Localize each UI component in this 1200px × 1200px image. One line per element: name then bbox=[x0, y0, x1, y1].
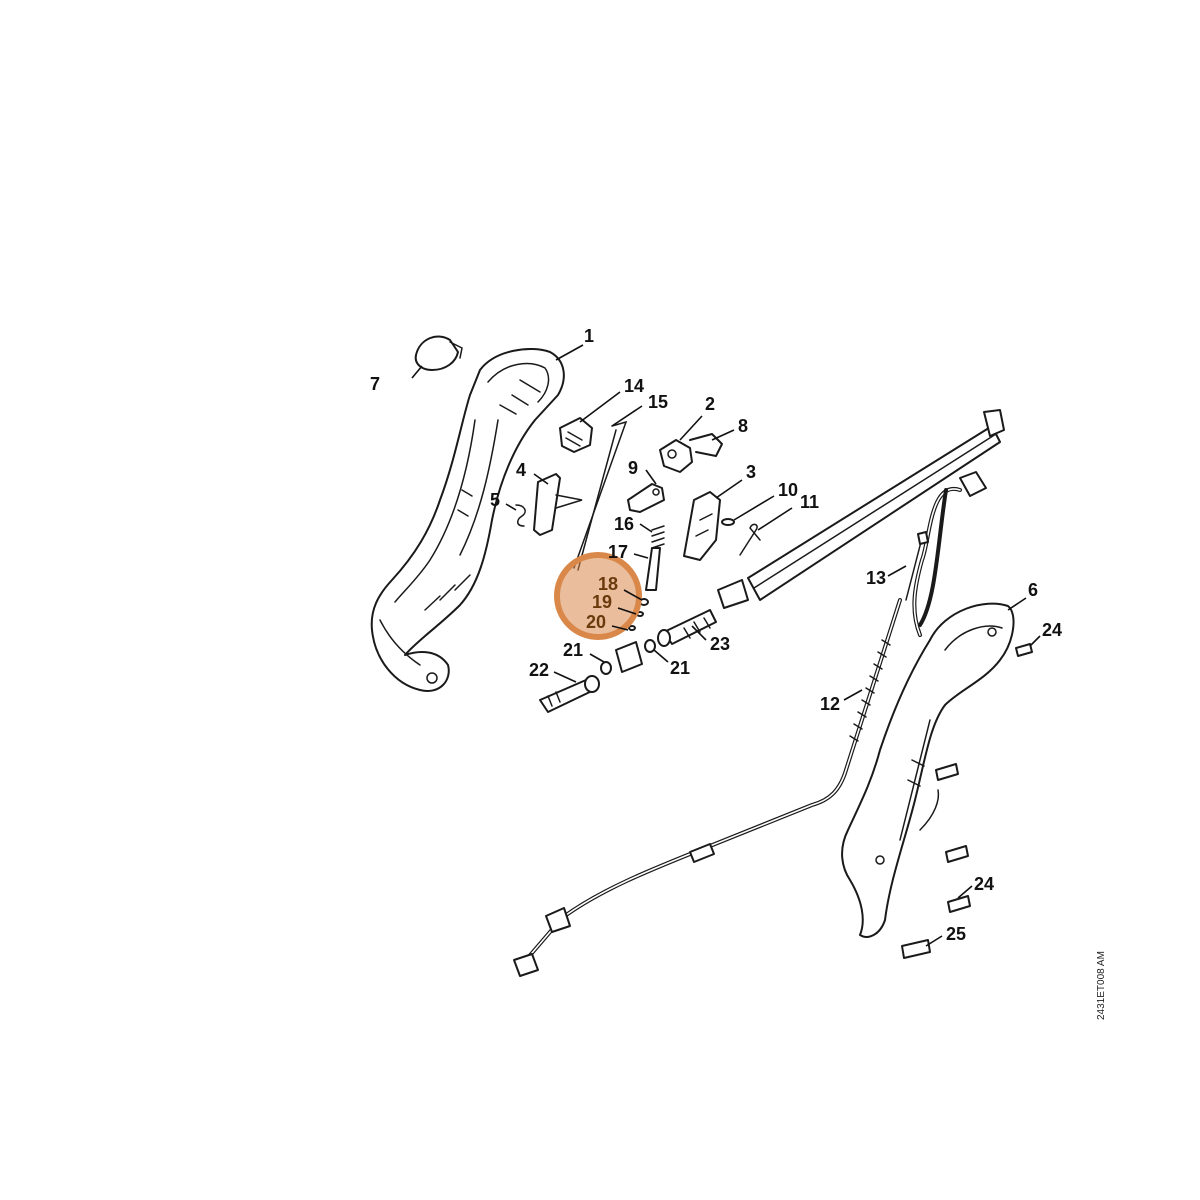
part-11-spring bbox=[739, 523, 761, 556]
part-3-lockout-lever bbox=[683, 491, 721, 561]
part-14-switch bbox=[559, 417, 593, 453]
highlight-circle bbox=[554, 552, 642, 640]
part-12-cable bbox=[513, 598, 902, 977]
part-15-rod bbox=[573, 420, 628, 571]
part-16-spring bbox=[651, 525, 665, 549]
part-23-bolt bbox=[657, 609, 717, 647]
label-4: 4 bbox=[516, 460, 526, 480]
label-1: 1 bbox=[584, 326, 594, 346]
label-25: 25 bbox=[946, 924, 966, 944]
part-6-right-housing bbox=[841, 602, 1015, 938]
label-24-bottom: 24 bbox=[974, 874, 994, 894]
label-2: 2 bbox=[705, 394, 715, 414]
label-5: 5 bbox=[490, 490, 500, 510]
label-21-left: 21 bbox=[563, 640, 583, 660]
part-7-cap bbox=[414, 335, 463, 371]
label-6: 6 bbox=[1028, 580, 1038, 600]
part-5-spring bbox=[515, 504, 526, 527]
part-24-screw-top bbox=[1015, 643, 1033, 657]
label-8: 8 bbox=[738, 416, 748, 436]
label-15: 15 bbox=[648, 392, 668, 412]
label-12: 12 bbox=[820, 694, 840, 714]
label-11: 11 bbox=[800, 492, 819, 512]
label-20: 20 bbox=[586, 612, 606, 632]
centre-coupling bbox=[615, 641, 643, 673]
label-21-right: 21 bbox=[670, 658, 690, 678]
label-9: 9 bbox=[628, 458, 638, 478]
label-24-top: 24 bbox=[1042, 620, 1062, 640]
label-22: 22 bbox=[529, 660, 549, 680]
part-2-trigger bbox=[659, 439, 693, 473]
part-9-link bbox=[627, 483, 665, 513]
part-21-o-rings bbox=[600, 639, 656, 675]
drawing-code: 2431ET008 AM bbox=[1096, 951, 1107, 1020]
part-4-lever bbox=[533, 473, 583, 536]
part-17-shaft bbox=[645, 547, 661, 591]
leader-lines bbox=[411, 344, 1041, 947]
part-10-pin bbox=[721, 518, 735, 526]
label-10: 10 bbox=[778, 480, 798, 500]
label-13: 13 bbox=[866, 568, 886, 588]
label-17: 17 bbox=[608, 542, 628, 562]
label-18: 18 bbox=[598, 574, 618, 594]
label-3: 3 bbox=[746, 462, 756, 482]
part-25-screw bbox=[901, 939, 931, 959]
label-16: 16 bbox=[614, 514, 634, 534]
part-number-labels: 1 7 14 15 2 8 9 3 4 5 10 11 16 17 18 19 … bbox=[370, 326, 1062, 944]
label-23: 23 bbox=[710, 634, 730, 654]
label-14: 14 bbox=[624, 376, 644, 396]
label-7: 7 bbox=[370, 374, 380, 394]
part-1-handle-housing bbox=[370, 348, 565, 692]
label-19: 19 bbox=[592, 592, 612, 612]
part-24-screws bbox=[935, 763, 971, 913]
part-13-wiring bbox=[905, 471, 987, 637]
shaft-tube bbox=[717, 409, 1005, 609]
part-22-bolt bbox=[539, 675, 600, 713]
